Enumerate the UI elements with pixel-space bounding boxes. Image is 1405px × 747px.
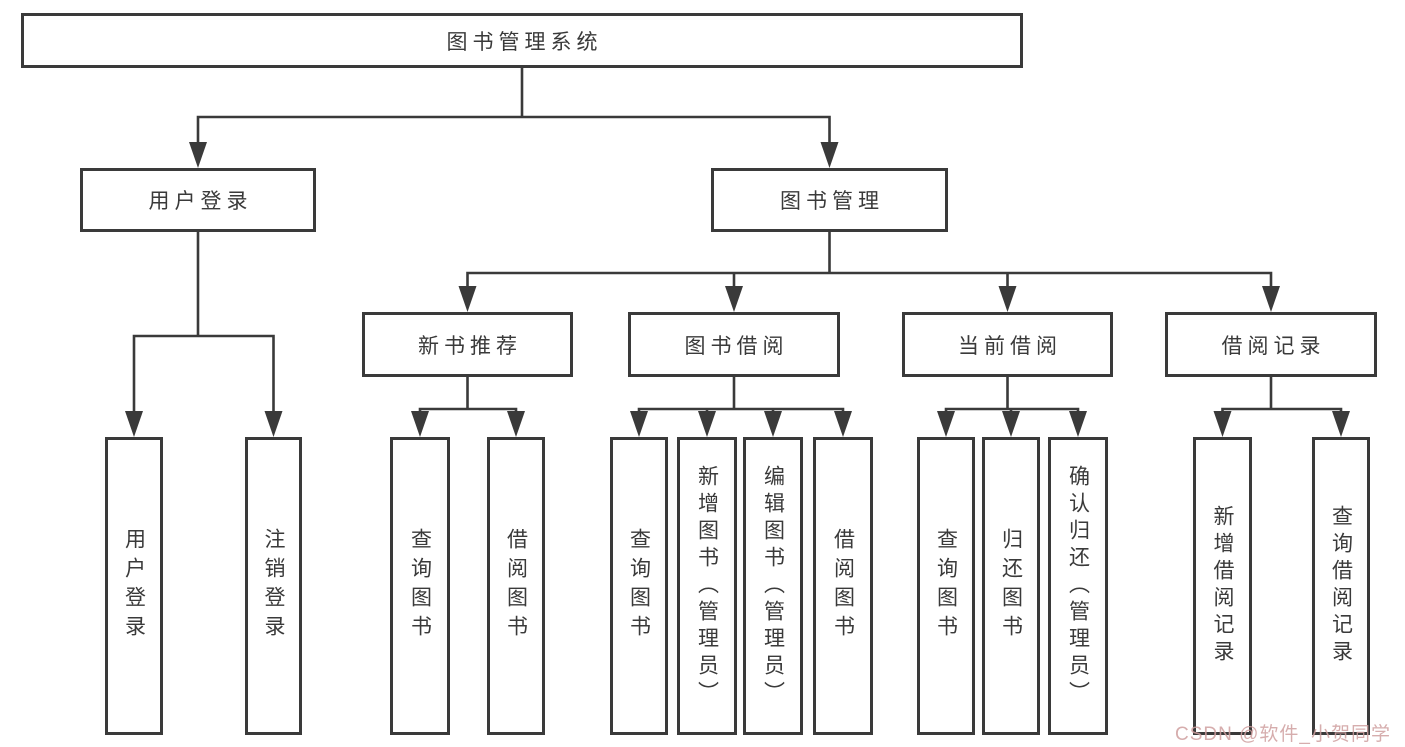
node-label: 查询图书 xyxy=(934,528,958,644)
leaf-confirm-return-admin: 确认归还（管理员） xyxy=(1048,437,1108,735)
node-label: 借阅图书 xyxy=(831,528,855,644)
leaf-logout: 注销登录 xyxy=(245,437,302,735)
node-label: 归还图书 xyxy=(999,528,1023,644)
leaf-add-books-admin: 新增图书（管理员） xyxy=(677,437,737,735)
node-label: 注销登录 xyxy=(262,528,285,644)
node-book-borrowing: 图书借阅 xyxy=(628,312,840,377)
node-label: 编辑图书（管理员） xyxy=(761,464,785,708)
node-label: 新书推荐 xyxy=(418,334,522,358)
leaf-edit-books-admin: 编辑图书（管理员） xyxy=(743,437,803,735)
node-label: 新增图书（管理员） xyxy=(695,464,719,708)
node-label: 图书管理 xyxy=(780,190,884,213)
node-label: 图书借阅 xyxy=(684,334,789,358)
node-current-borrowing: 当前借阅 xyxy=(902,312,1113,377)
node-label: 借阅图书 xyxy=(504,528,528,644)
leaf-query-borrow-record: 查询借阅记录 xyxy=(1312,437,1370,735)
node-label: 查询借阅记录 xyxy=(1329,505,1353,667)
node-label: 当前借阅 xyxy=(958,334,1062,358)
leaf-user-login: 用户登录 xyxy=(105,437,163,735)
node-user-login: 用户登录 xyxy=(80,168,316,232)
node-root-library-system: 图书管理系统 xyxy=(21,13,1023,68)
node-label: 新增借阅记录 xyxy=(1211,505,1234,667)
node-book-management: 图书管理 xyxy=(711,168,948,232)
node-label: 借阅记录 xyxy=(1221,334,1326,358)
node-label: 用户登录 xyxy=(148,190,253,213)
leaf-query-books-borrowing: 查询图书 xyxy=(610,437,668,735)
node-label: 查询图书 xyxy=(408,528,432,644)
node-borrowing-records: 借阅记录 xyxy=(1165,312,1377,377)
node-new-book-recommend: 新书推荐 xyxy=(362,312,573,377)
leaf-query-books-current: 查询图书 xyxy=(917,437,975,735)
leaf-borrow-books-borrowing: 借阅图书 xyxy=(813,437,873,735)
csdn-watermark: CSDN @软件_小贺同学 xyxy=(1175,724,1391,745)
leaf-query-books-recommend: 查询图书 xyxy=(390,437,450,735)
node-label: 图书管理系统 xyxy=(446,30,603,54)
node-label: 查询图书 xyxy=(627,528,651,644)
leaf-borrow-books-recommend: 借阅图书 xyxy=(487,437,545,735)
leaf-add-borrow-record: 新增借阅记录 xyxy=(1193,437,1252,735)
node-label: 确认归还（管理员） xyxy=(1066,464,1090,708)
node-label: 用户登录 xyxy=(122,528,146,644)
leaf-return-books: 归还图书 xyxy=(982,437,1040,735)
